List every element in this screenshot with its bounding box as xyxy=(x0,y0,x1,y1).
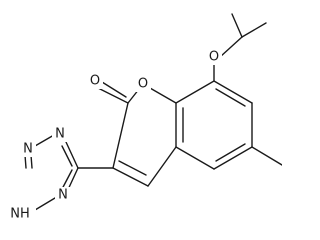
bond xyxy=(34,134,55,147)
bond xyxy=(112,102,129,169)
diagram-canvas: O O O N N N NH xyxy=(4,13,282,222)
bond xyxy=(147,146,177,187)
bond xyxy=(175,146,215,170)
ether-oxygen-label: O xyxy=(209,50,219,65)
bond xyxy=(61,145,73,167)
bond-double-inner xyxy=(215,88,246,107)
bond xyxy=(213,80,253,104)
bond xyxy=(241,22,267,38)
atom-labels: O O O N N N NH xyxy=(4,49,222,222)
tetrazole-n2-label: N xyxy=(23,142,33,157)
tetrazole-nh-label: NH xyxy=(10,207,30,222)
bond xyxy=(30,154,33,169)
ring-oxygen-label: O xyxy=(138,77,148,92)
tetrazole-n3-label: N xyxy=(58,188,68,203)
bond xyxy=(213,146,253,170)
bond xyxy=(231,13,243,38)
bond-double-inner xyxy=(118,160,147,176)
bond-double-inner xyxy=(215,143,246,162)
bond-carbonyl xyxy=(101,81,127,98)
carbonyl-oxygen-label: O xyxy=(90,74,100,89)
bond xyxy=(251,146,282,166)
bond xyxy=(34,197,56,211)
bond xyxy=(65,141,79,169)
bond-lines xyxy=(24,13,282,211)
bond-carbonyl xyxy=(97,87,129,104)
molecule-structure: O O O N N N NH xyxy=(4,13,282,222)
bond xyxy=(24,154,27,169)
bond xyxy=(112,167,149,187)
bond xyxy=(175,80,215,104)
tetrazole-n1-label: N xyxy=(55,127,65,142)
bond xyxy=(219,36,243,58)
